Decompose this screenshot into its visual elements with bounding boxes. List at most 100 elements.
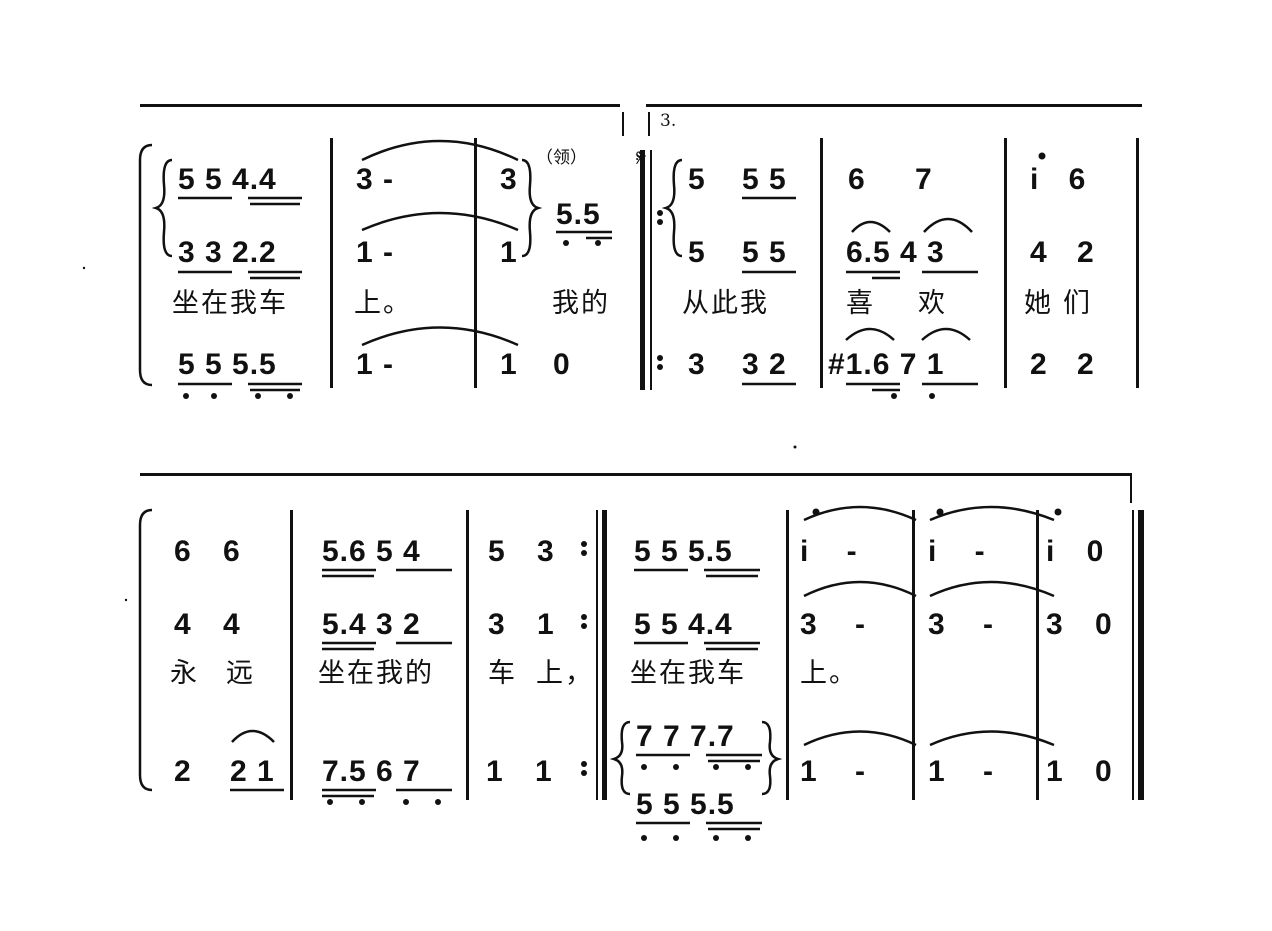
s2-slur-6: [929, 730, 1055, 747]
s2-slur-4: [929, 580, 1055, 598]
s1-bass-m6: 2 2: [1030, 348, 1095, 381]
s1-upper-bottom-m4: 5 5: [742, 236, 787, 269]
s1-repeat-thick: [640, 150, 645, 390]
ending-bar-right: [648, 112, 650, 136]
s1-lyric-4: 从此我: [682, 288, 769, 319]
s2-lyric-1: 永: [170, 658, 199, 689]
ending-bar-left: [622, 112, 624, 136]
s2-top-m1: 6 6: [174, 535, 241, 568]
s1-upper-top-m5: 6 7: [848, 163, 933, 196]
s2-repeat-thin: [596, 510, 598, 800]
s1-slur-7: [921, 327, 971, 341]
s1-repeat-thin: [650, 150, 652, 390]
s2-right-top-line: [1130, 473, 1132, 503]
s1-slur-4: [851, 220, 891, 233]
s2-bass-m5: 1 -: [800, 755, 867, 788]
s1-slur-2: [361, 211, 519, 232]
s1-upper-top-m2: 3 -: [356, 163, 395, 196]
s1-voice-start-bottom: 5: [688, 236, 706, 269]
s1-lyric-3: 我的: [552, 288, 610, 319]
s1-upper-bottom-m6: 4 2: [1030, 236, 1095, 269]
s1-slur-1: [361, 139, 519, 162]
s1-voice-start-top: 5: [688, 163, 706, 196]
s2-lyric-2: 远: [226, 658, 255, 689]
staff2-top-rule: [140, 473, 1130, 476]
s2-bar-e: [1036, 510, 1039, 800]
solo-mark: （领）: [536, 148, 587, 168]
s2-brace: [609, 720, 631, 796]
s2-bass-m4: 7 7 7.7: [636, 720, 735, 753]
s1-upper-bottom-m3: 1: [500, 236, 518, 269]
s1-slur-6: [845, 327, 895, 341]
s2-mid-m1: 4 4: [174, 608, 241, 641]
solo-note: 5.5: [556, 198, 601, 231]
s1-bar-e: [1136, 138, 1139, 388]
s1-upper-bottom-m2: 1 -: [356, 236, 395, 269]
staff-top-rule-right: [646, 104, 1142, 107]
s2-top-m5: i -: [800, 535, 858, 568]
s2-bass-m6: 1 -: [928, 755, 995, 788]
s2-slur-3: [803, 580, 917, 598]
s1-lyric-5: 喜: [846, 288, 875, 319]
s2-bar-b: [466, 510, 469, 800]
s2-system-bracket: [138, 508, 153, 792]
s1-brace-right: [521, 158, 543, 258]
s2-repeat-thick: [602, 510, 607, 800]
s2-top-m6: i -: [928, 535, 986, 568]
s2-lyric-6: 坐在我车: [630, 658, 746, 689]
s1-brace: [151, 158, 173, 258]
s1-bass-m4a: 3: [688, 348, 706, 381]
s1-bass-m3: 1 0: [500, 348, 571, 381]
s2-top-m2: 5.6 5 4: [322, 535, 421, 568]
s2-final-thick: [1138, 510, 1144, 800]
s2-top-m7: i 0: [1046, 535, 1105, 568]
s1-bar-d: [1004, 138, 1007, 388]
s1-bar-c: [820, 138, 823, 388]
s1-bar-a: [330, 138, 333, 388]
s1-upper-top-m4: 5 5: [742, 163, 787, 196]
ending-mark: 3.: [660, 111, 677, 131]
s1-upper-bottom-m5: 6.5 4 3: [846, 236, 945, 269]
s2-mid-m2: 5.4 3 2: [322, 608, 421, 641]
s2-lyric-5: 上，: [536, 658, 594, 689]
s2-bar-a: [290, 510, 293, 800]
s2-bass-m2: 7.5 6 7: [322, 755, 421, 788]
s1-brace-mid: [661, 158, 683, 258]
s1-bar-b: [474, 138, 477, 388]
s2-slur-7: [231, 729, 275, 743]
s1-upper-top-m1: 5 5 4.4: [178, 163, 277, 196]
s2-bar-d: [912, 510, 915, 800]
s2-mid-m5: 3 -: [800, 608, 867, 641]
s2-mid-m4: 5 5 4.4: [634, 608, 733, 641]
s2-final-thin: [1132, 510, 1134, 800]
s1-lyric-7: 她们: [1024, 288, 1102, 319]
s2-lyric-3: 坐在我的: [318, 658, 434, 689]
s2-bass-m1b: 2 1: [230, 755, 275, 788]
s1-bass-m4b: 3 2: [742, 348, 787, 381]
s2-brace-right: [761, 720, 783, 796]
s2-bar-c: [786, 510, 789, 800]
s1-slur-3: [361, 326, 519, 347]
s1-lyric-6: 欢: [918, 288, 947, 319]
staff-top-rule-left: [140, 104, 620, 107]
s2-mid-m3: 3 1: [488, 608, 555, 641]
s1-lyric-1: 坐在我车: [172, 288, 288, 319]
s2-lyric-7: 上。: [800, 658, 858, 689]
s1-bass-m5: #1.6 7 1: [828, 348, 945, 381]
s2-top-m3: 5 3: [488, 535, 555, 568]
s2-bass-m3: 1 1: [486, 755, 553, 788]
s1-upper-top-m6: i 6: [1030, 163, 1087, 196]
s2-bass-m1a: 2: [174, 755, 192, 788]
s1-lyric-2: 上。: [354, 288, 412, 319]
s2-slur-5: [803, 730, 917, 747]
s2-lyric-4: 车: [488, 658, 517, 689]
s2-bass-m4-lower: 5 5 5.5: [636, 788, 735, 821]
s1-bass-m2: 1 -: [356, 348, 395, 381]
s2-slur-2: [929, 505, 1055, 522]
s2-slur-1: [803, 505, 917, 522]
s2-bass-m7: 1 0: [1046, 755, 1113, 788]
s2-mid-m6: 3 -: [928, 608, 995, 641]
s1-bass-m1: 5 5 5.5: [178, 348, 277, 381]
s1-upper-bottom-m1: 3 3 2.2: [178, 236, 277, 269]
